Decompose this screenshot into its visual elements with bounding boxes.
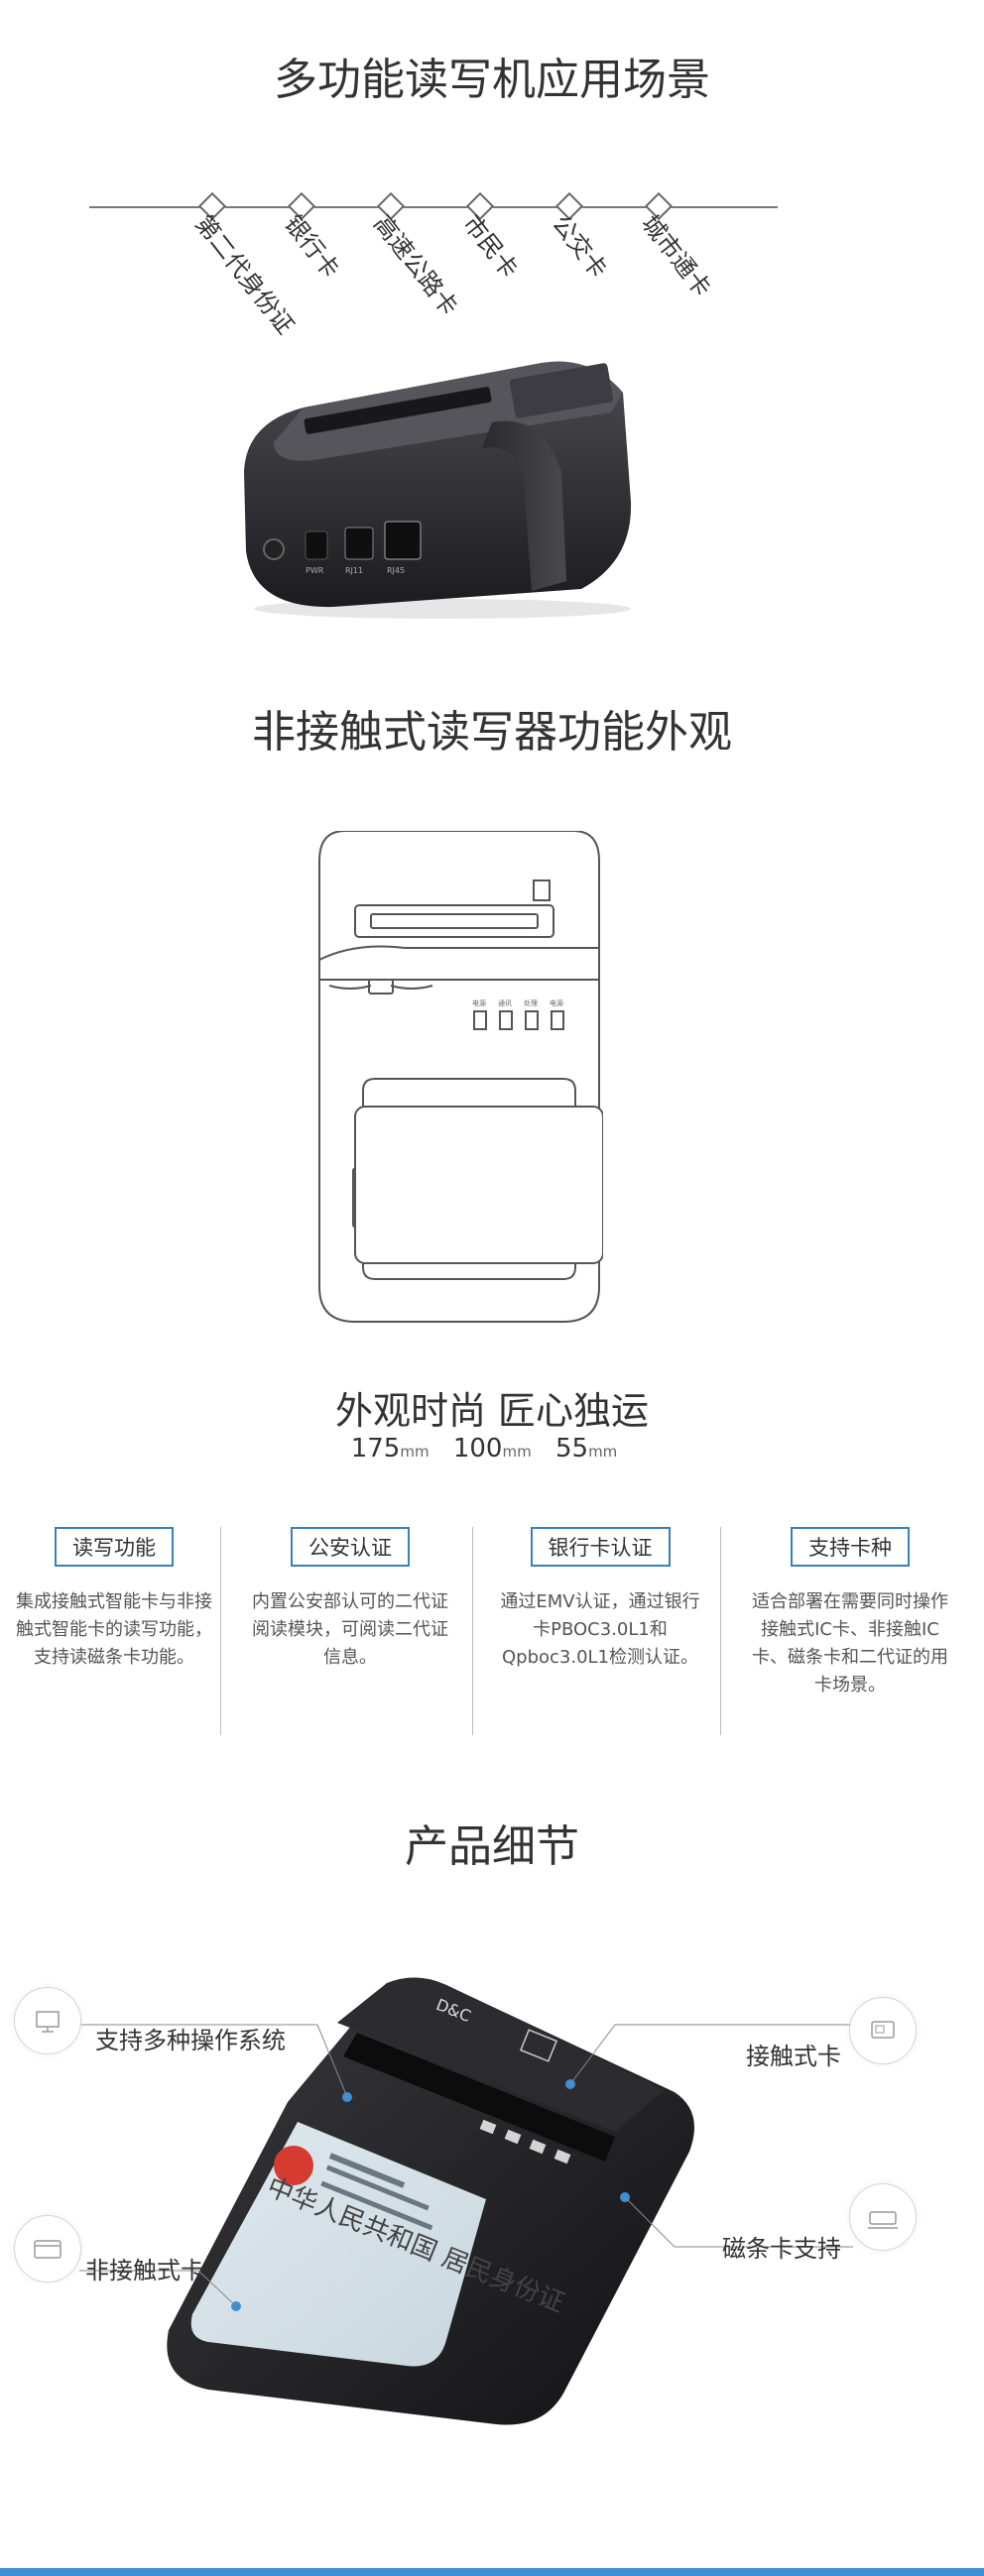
device-port-label: RJ11: [345, 566, 363, 575]
feature-police-cert: 公安认证 内置公安部认可的二代证阅读模块，可阅读二代证信息。: [236, 1527, 464, 1672]
reader-photo-2: 中华人民共和国 居民身份证 D&C: [167, 1977, 694, 2425]
device-port-label: RJ45: [387, 566, 405, 575]
scenario-label: 高速公路卡: [368, 209, 464, 321]
section1-title: 多功能读写机应用场景: [274, 55, 710, 105]
feature-tag: 银行卡认证: [530, 1527, 671, 1567]
callout-os: 支持多种操作系统: [95, 2027, 286, 2054]
callout-magstripe: 磁条卡支持: [722, 2235, 841, 2263]
panel-label: 通讯: [498, 998, 512, 1007]
feature-divider: [720, 1527, 721, 1735]
scenario-item: 公交卡: [547, 191, 613, 284]
dim-unit: mm: [588, 1443, 618, 1461]
dim-unit: mm: [502, 1443, 532, 1461]
monitor-icon: [14, 1987, 81, 2054]
dimensions: 175mm 100mm 55mm: [0, 1434, 984, 1464]
card-icon: [14, 2215, 81, 2283]
dim-length: 175: [350, 1434, 401, 1464]
scenario-item: 银行卡: [279, 191, 345, 284]
card-swipe-icon: [849, 2183, 917, 2251]
reader-line-drawing: 电源 通讯 处理 电源: [318, 831, 603, 1323]
dim-unit: mm: [400, 1443, 430, 1461]
feature-bank-cert: 银行卡认证 通过EMV认证，通过银行卡PBOC3.0L1和Qpboc3.0L1检…: [486, 1527, 714, 1672]
feature-desc: 内置公安部认可的二代证阅读模块，可阅读二代证信息。: [252, 1591, 448, 1668]
scenario-item: 城市通卡: [636, 191, 716, 302]
feature-card-types: 支持卡种 适合部署在需要同时操作接触式IC卡、非接触IC卡、磁条卡和二代证的用卡…: [736, 1527, 964, 1699]
feature-tag: 公安认证: [291, 1527, 410, 1567]
chip-card-icon: [849, 1997, 917, 2064]
bottom-accent-bar: [0, 2568, 984, 2576]
scenario-item: 高速公路卡: [368, 191, 463, 320]
feature-read-write: 读写功能 集成接触式智能卡与非接触式智能卡的读写功能，支持读磁条卡功能。: [0, 1527, 228, 1672]
scenario-label: 市民卡: [457, 209, 524, 284]
feature-divider: [472, 1527, 473, 1735]
callout-contactless: 非接触式卡: [85, 2257, 204, 2284]
section3-title: 产品细节: [405, 1821, 579, 1872]
scenario-label: 公交卡: [547, 209, 613, 284]
device-port-label: PWR: [306, 566, 324, 575]
feature-divider: [220, 1527, 221, 1735]
scenario-label: 银行卡: [279, 209, 345, 284]
feature-desc: 集成接触式智能卡与非接触式智能卡的读写功能，支持读磁条卡功能。: [16, 1591, 212, 1668]
section2-title: 非接触式读写器功能外观: [252, 707, 732, 758]
scenario-item: 第二代身份证: [189, 191, 300, 339]
reader-photo-1: PWR RJ11 RJ45: [244, 361, 632, 619]
panel-label: 电源: [550, 998, 563, 1007]
feature-tag: 读写功能: [55, 1527, 174, 1567]
scenario-item: 市民卡: [457, 191, 524, 284]
callout-lines: [79, 2024, 853, 2307]
callout-contact: 接触式卡: [746, 2043, 841, 2070]
appearance-slogan: 外观时尚 匠心独运: [334, 1389, 650, 1433]
feature-desc: 适合部署在需要同时操作接触式IC卡、非接触IC卡、磁条卡和二代证的用卡场景。: [752, 1591, 948, 1696]
panel-label: 电源: [472, 998, 486, 1007]
feature-tag: 支持卡种: [791, 1527, 910, 1567]
scenario-label: 城市通卡: [636, 209, 717, 302]
dim-width: 100: [452, 1434, 503, 1464]
feature-desc: 通过EMV认证，通过银行卡PBOC3.0L1和Qpboc3.0L1检测认证。: [500, 1591, 700, 1668]
dim-height: 55: [554, 1434, 589, 1464]
scenario-timeline: [89, 206, 778, 208]
panel-label: 处理: [524, 998, 538, 1007]
